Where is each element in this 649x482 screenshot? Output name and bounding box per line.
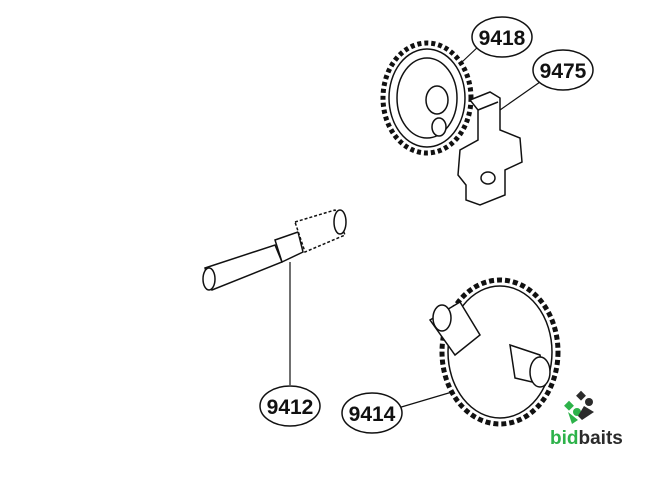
part-number: 9412 xyxy=(267,396,314,419)
part-number: 9475 xyxy=(540,60,587,83)
logo-text-baits: baits xyxy=(579,428,623,449)
logo-text-bid: bid xyxy=(550,428,579,449)
part-9418-gear xyxy=(380,40,474,156)
bidbaits-logo: bidbaits xyxy=(550,390,623,449)
label-9414: 9414 xyxy=(341,392,403,434)
part-9412-pinion-shaft xyxy=(202,209,347,291)
part-9475-bracket xyxy=(457,91,523,206)
label-9418: 9418 xyxy=(471,16,533,58)
part-number: 9414 xyxy=(349,403,396,426)
label-9412: 9412 xyxy=(259,385,321,427)
part-9414-drive-gear xyxy=(428,277,561,427)
svg-text:bidbaits: bidbaits xyxy=(550,428,623,449)
part-number: 9418 xyxy=(479,27,526,50)
leader-9475 xyxy=(499,81,541,111)
leader-9414 xyxy=(397,391,453,409)
label-9475: 9475 xyxy=(532,49,594,91)
